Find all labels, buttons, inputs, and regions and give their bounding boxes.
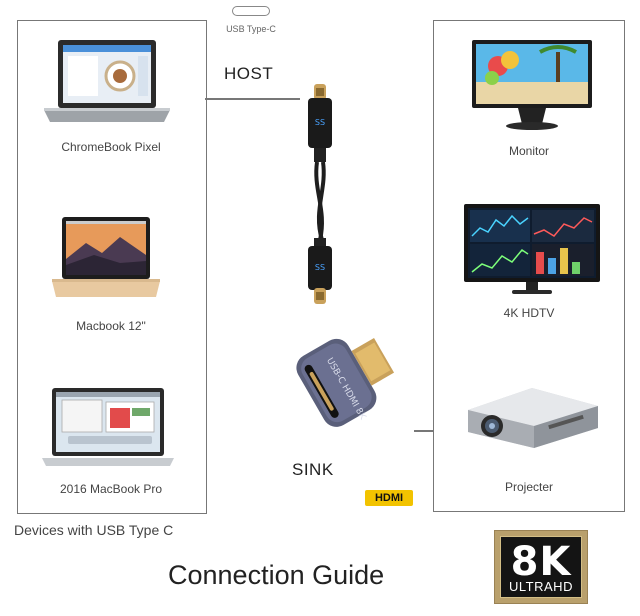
chromebook-laptop	[40, 38, 174, 130]
monitor-icon	[472, 40, 592, 130]
monitor-device	[470, 38, 594, 134]
laptop-icon	[42, 388, 174, 466]
usb-c-cable: SS SS	[298, 80, 342, 310]
device-label-macbook: Macbook 12"	[76, 319, 146, 333]
usb-c-port-icon	[232, 6, 270, 16]
connection-guide-title: Connection Guide	[168, 560, 385, 590]
badge-ultrahd-text: ULTRAHD	[509, 579, 573, 594]
svg-text:SS: SS	[315, 263, 325, 272]
device-label-macbook-pro: 2016 MacBook Pro	[59, 482, 163, 496]
host-connector-line	[205, 98, 300, 100]
macbook-pro-laptop	[40, 386, 176, 468]
tv-icon	[464, 204, 600, 294]
device-label-chromebook: ChromeBook Pixel	[61, 140, 161, 154]
device-label-monitor: Monitor	[508, 144, 549, 158]
projector-icon	[468, 388, 598, 448]
8k-ultrahd-badge: 8K ULTRAHD	[494, 530, 588, 604]
source-devices-caption: Devices with USB Type C	[14, 522, 174, 538]
device-label-projector: Projecter	[504, 480, 554, 494]
device-label-hdtv: 4K HDTV	[503, 306, 555, 320]
laptop-icon	[44, 40, 170, 122]
projector-device	[462, 380, 602, 450]
sink-connector-line	[414, 430, 434, 432]
usb-c-hdmi-adapter: USB-C HDMI 8K	[284, 320, 414, 470]
usb-type-c-label: USB Type-C	[226, 24, 276, 34]
badge-8k-text: 8K	[510, 539, 572, 585]
sink-label: SINK	[292, 460, 334, 479]
laptop-icon	[52, 217, 160, 297]
hdtv-device	[462, 202, 602, 296]
host-label: HOST	[224, 64, 274, 83]
macbook-laptop	[50, 215, 162, 305]
svg-text:SS: SS	[315, 118, 325, 127]
hdmi-tag: HDMI	[365, 490, 413, 506]
